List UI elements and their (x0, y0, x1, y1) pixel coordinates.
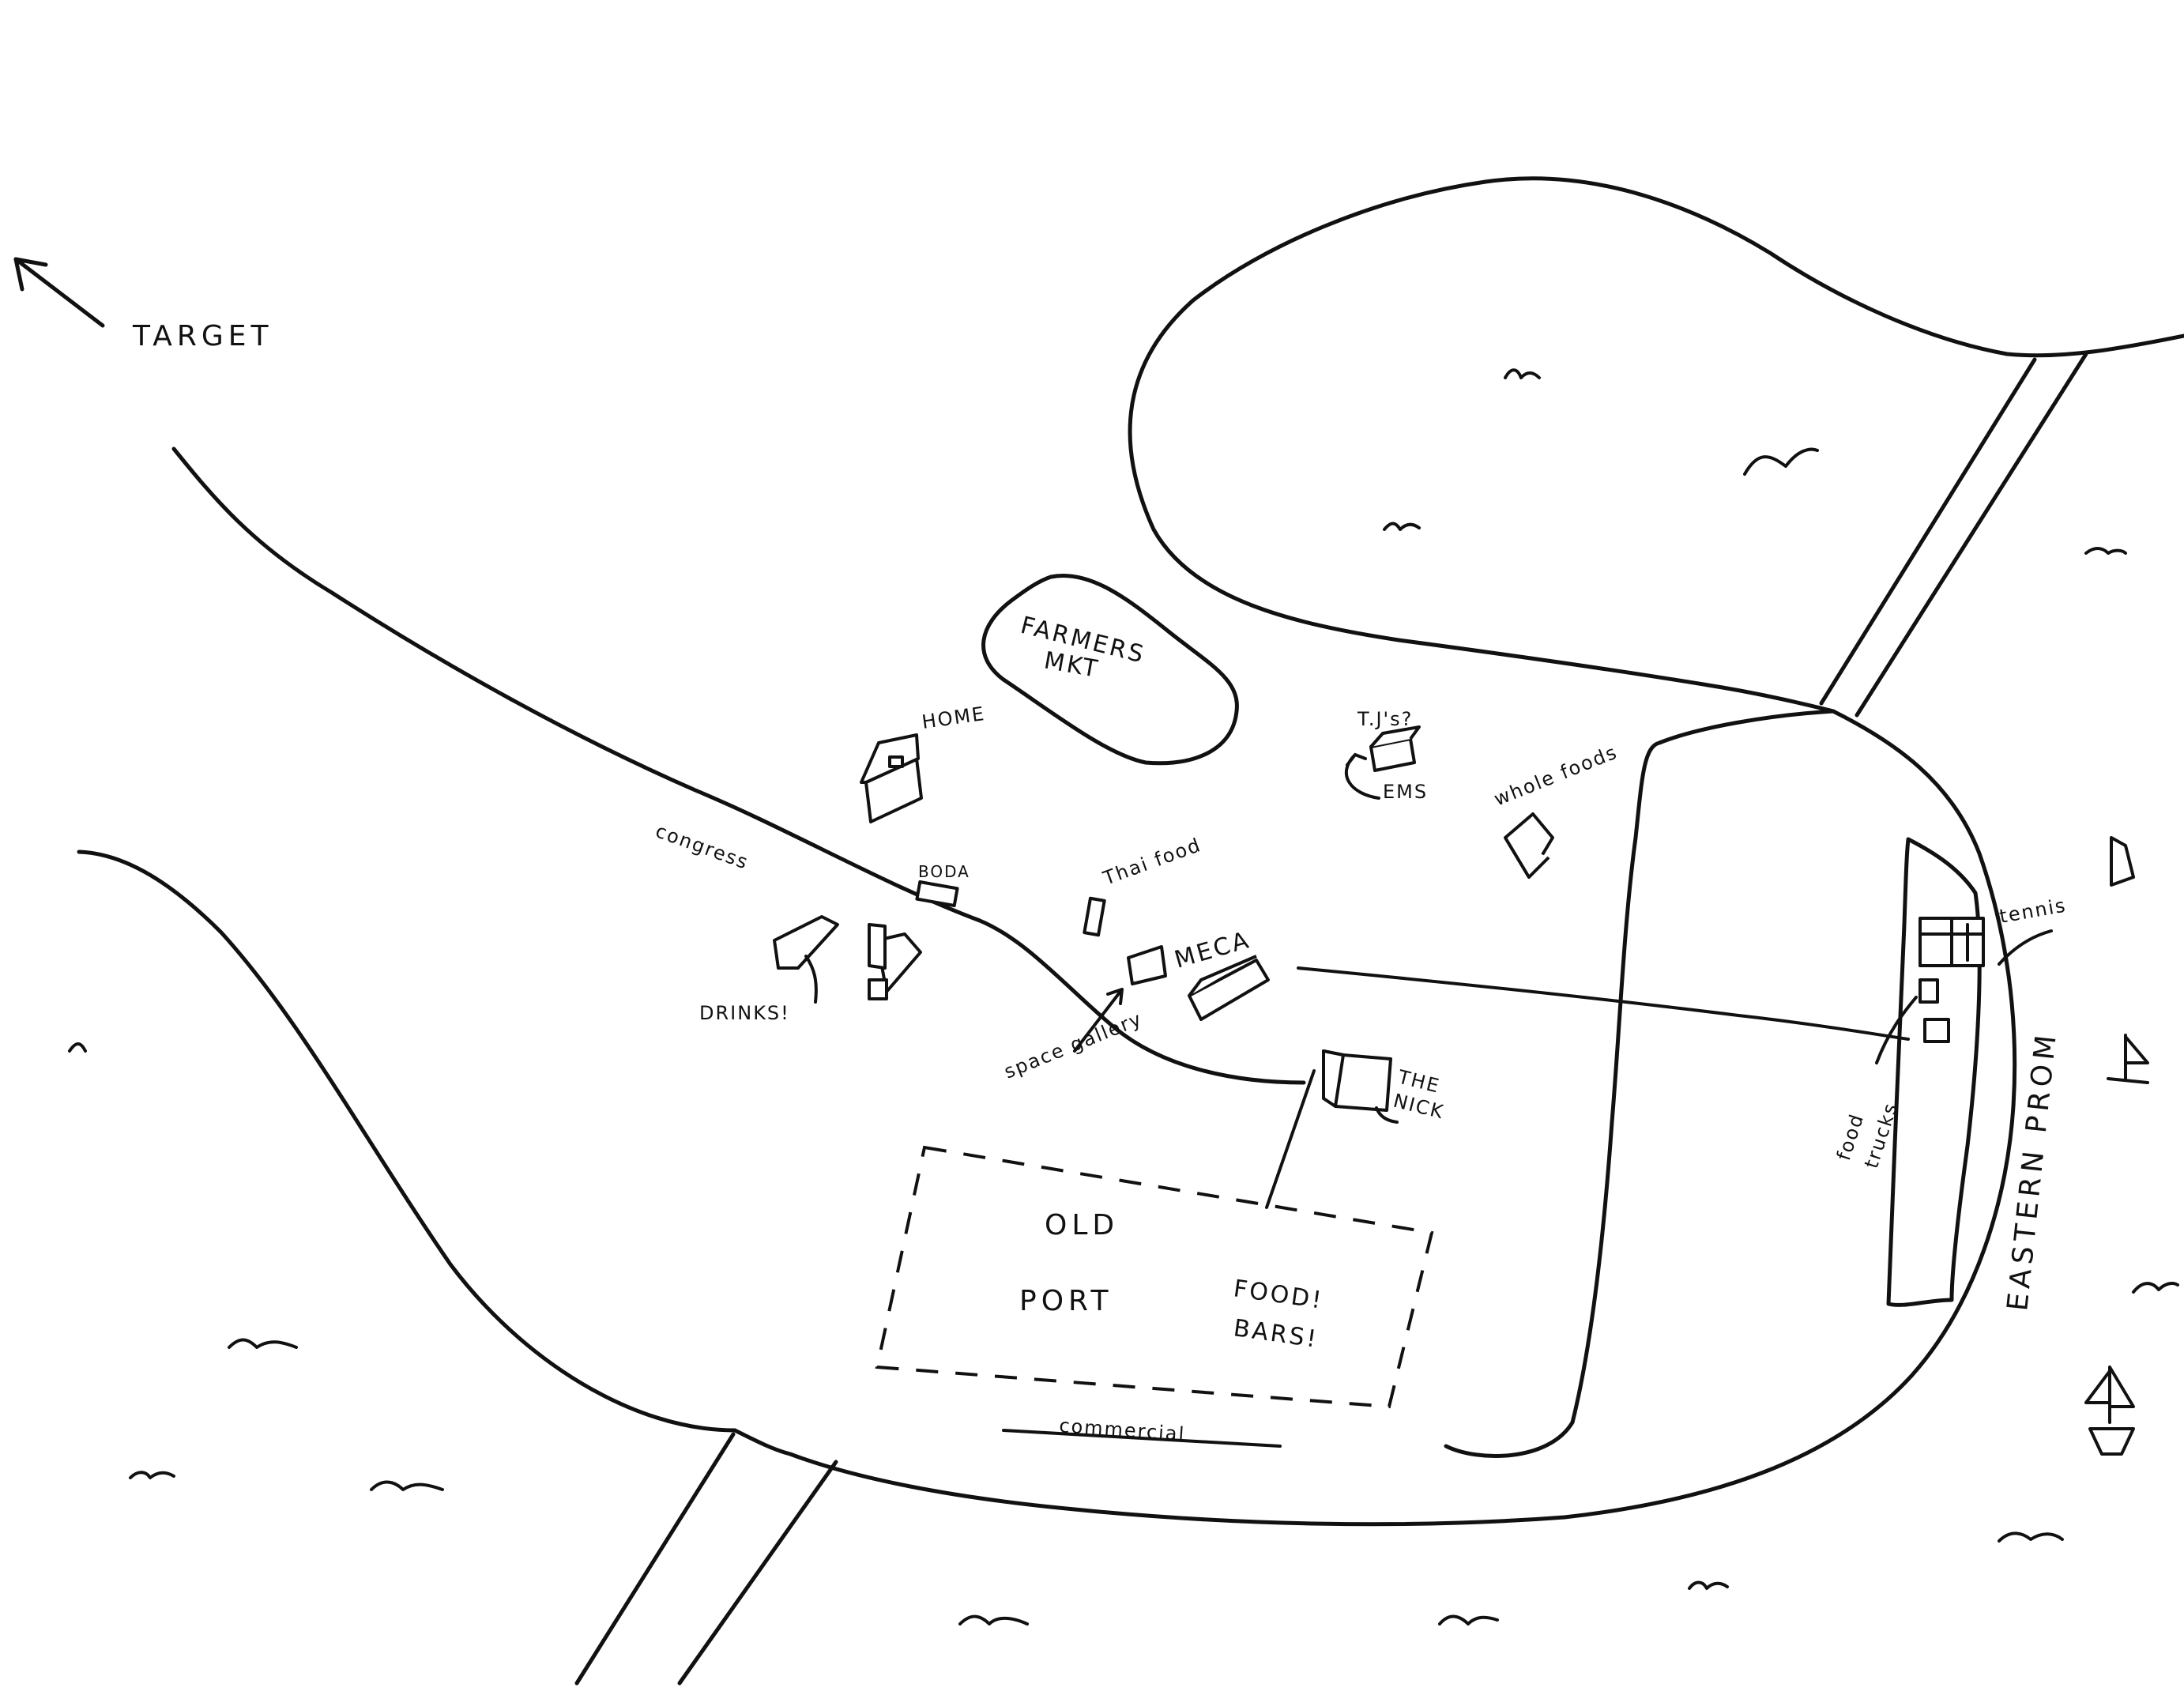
tennis-court-icon (1919, 917, 1985, 967)
sailboat-icon (2107, 1034, 2149, 1084)
peninsula-east-shoreline (1444, 709, 1836, 1458)
target-label: TARGET (132, 320, 273, 352)
boda-label: BODA (918, 862, 970, 881)
target-arrow-icon (13, 257, 105, 328)
the-nick-arrow-icon (1375, 1106, 1399, 1124)
drinks-arrow-icon (804, 955, 818, 1004)
tjs-building-icon (1369, 725, 1421, 772)
bridge-south (574, 1432, 736, 1686)
sailboat-icon-3 (2110, 836, 2135, 887)
back-cove-shoreline (1128, 176, 2184, 714)
boda-building-icon (915, 880, 959, 908)
peninsula-outer-shore (732, 709, 2017, 1527)
north-shore-line (171, 446, 1306, 1085)
thai-food-building-icon (1083, 896, 1106, 937)
tjs-label: T.J's? (1357, 708, 1413, 730)
food-trucks-arrow-icon (1875, 996, 1918, 1064)
road-fore-st (1265, 1069, 1316, 1209)
ems-arrow-icon (1344, 753, 1380, 800)
congress-label: congress (653, 819, 752, 874)
meca-building-icon (1188, 955, 1270, 1021)
food-label: FOOD! (1232, 1275, 1325, 1315)
eastern-prom-label: EASTERN PROM (2001, 1029, 2063, 1313)
bridge-north-2 (1855, 352, 2088, 718)
tennis-arrow-icon (1998, 929, 2053, 966)
ems-label: EMS (1383, 781, 1428, 803)
port-label: PORT (1019, 1285, 1113, 1317)
whole-foods-building-icon (1504, 812, 1554, 879)
eastern-prom-park (1886, 837, 1982, 1307)
space-gallery-building-icon (1127, 945, 1167, 985)
south-shore-line (77, 850, 737, 1433)
commercial-label: commercial (1059, 1415, 1187, 1445)
commercial-st-line (1002, 1429, 1282, 1448)
farmers-market-area (981, 574, 1239, 766)
bars-label: BARS! (1232, 1314, 1320, 1354)
bridge-north (1819, 357, 2037, 706)
the-nick-label-2: NICK (1391, 1090, 1447, 1124)
space-gallery-label: space gallery (1001, 1008, 1146, 1083)
old-port-district (875, 1145, 1434, 1409)
the-nick-building-icon (1322, 1049, 1392, 1112)
space-gallery-arrow-icon (1073, 988, 1124, 1053)
thai-food-label: Thai food (1100, 834, 1205, 890)
sailboat-icon-2 (2084, 1366, 2135, 1456)
drinks-building-icon (773, 915, 922, 1000)
old-label: OLD (1045, 1209, 1119, 1241)
wave-icon (68, 368, 2179, 1626)
food-truck-icon (1919, 978, 1950, 1043)
bridge-south-2 (677, 1460, 838, 1686)
drinks-label: DRINKS! (699, 1002, 790, 1024)
tennis-label: tennis (1998, 894, 2068, 927)
home-label: HOME (921, 703, 987, 733)
home-house-icon (860, 733, 923, 823)
road-to-prom (1297, 966, 1910, 1041)
whole-foods-label: whole foods (1491, 740, 1621, 810)
